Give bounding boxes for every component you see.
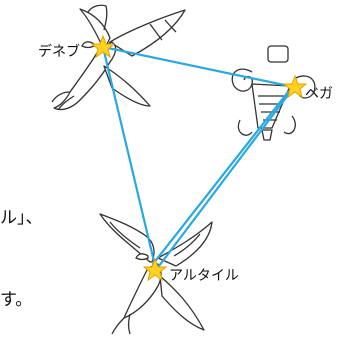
- swan-illustration: [51, 4, 186, 111]
- text-fragment-2: す。: [0, 290, 32, 310]
- deneb-label: デネブ: [38, 43, 80, 60]
- line-altair-deneb: [101, 45, 158, 272]
- altair-label: アルタイル: [169, 268, 239, 284]
- line-vega-altair-inner: [151, 90, 290, 266]
- lyre-illustration: [231, 45, 316, 141]
- vega-label: ベガ: [305, 86, 333, 102]
- altair-star-icon: [142, 257, 168, 282]
- text-fragment-1: ル」、: [0, 208, 43, 228]
- line-vega-altair: [154, 85, 296, 272]
- vega-star-icon: [282, 74, 308, 99]
- line-deneb-vega: [101, 45, 296, 89]
- deneb-star-icon: [90, 34, 116, 59]
- summer-triangle: [101, 45, 296, 272]
